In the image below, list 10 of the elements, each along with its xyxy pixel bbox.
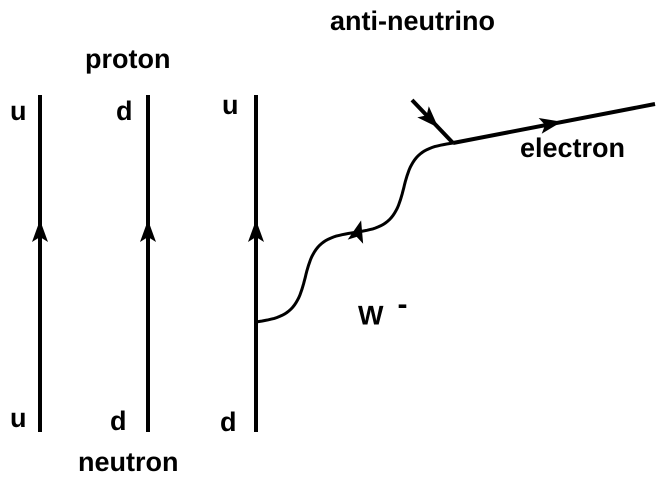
particle-label: anti-neutrino: [330, 6, 495, 36]
particle-label: d: [220, 407, 236, 437]
particle-label: proton: [85, 44, 170, 74]
particle-label: neutron: [78, 447, 178, 477]
particle-label: u: [10, 403, 26, 433]
particle-label: d: [116, 96, 132, 126]
particle-label: u: [222, 90, 238, 120]
particle-label: d: [110, 406, 126, 436]
particle-label: electron: [520, 133, 626, 163]
particle-label: u: [10, 96, 26, 126]
